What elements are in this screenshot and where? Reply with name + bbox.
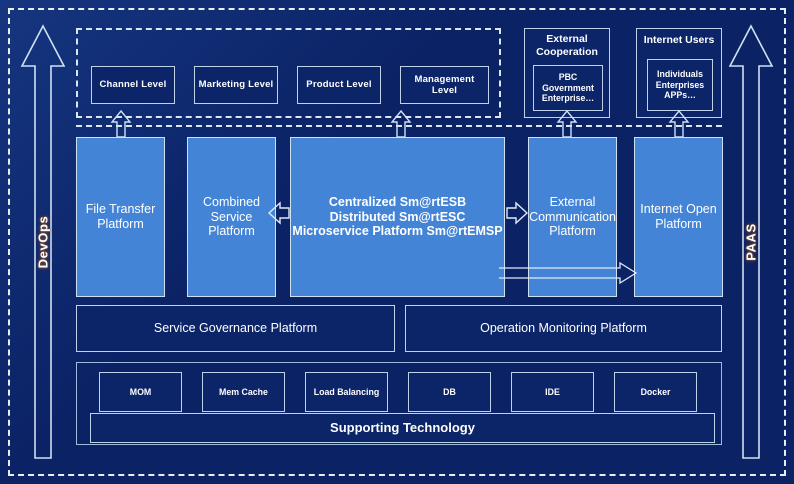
tech-box-mem-cache[interactable]: Mem Cache bbox=[202, 372, 285, 412]
esb-line-3: Microservice Platform Sm@rtEMSP bbox=[292, 224, 503, 239]
tech-box-ide[interactable]: IDE bbox=[511, 372, 594, 412]
platform-file-transfer-label: File Transfer Platform bbox=[85, 202, 156, 231]
external-cooperation-box[interactable]: External Cooperation PBC Government Ente… bbox=[524, 28, 610, 118]
platform-combined-service[interactable]: Combined Service Platform bbox=[187, 137, 276, 297]
connector-arrow-file-transfer bbox=[110, 110, 132, 138]
platform-file-transfer[interactable]: File Transfer Platform bbox=[76, 137, 165, 297]
layer-divider-dashed bbox=[76, 125, 722, 127]
supporting-layer-group bbox=[76, 362, 722, 445]
external-cooperation-detail: PBC Government Enterprise… bbox=[533, 65, 603, 111]
devops-pillar-arrow: DevOps bbox=[20, 22, 66, 462]
external-cooperation-title: External Cooperation bbox=[536, 33, 598, 58]
internet-users-detail: Individuals Enterprises APPs… bbox=[647, 59, 713, 111]
connector-arrow-esb bbox=[390, 110, 412, 138]
tech-box-db[interactable]: DB bbox=[408, 372, 491, 412]
platform-internet-open[interactable]: Internet Open Platform bbox=[634, 137, 723, 297]
devops-label: DevOps bbox=[35, 215, 51, 269]
management-operation-monitoring[interactable]: Operation Monitoring Platform bbox=[405, 305, 722, 352]
tech-box-load-balancing[interactable]: Load Balancing bbox=[305, 372, 388, 412]
paas-label: PAAS bbox=[743, 223, 759, 261]
connector-arrow-left bbox=[268, 200, 290, 226]
platform-internet-open-label: Internet Open Platform bbox=[640, 202, 717, 231]
level-box-marketing[interactable]: Marketing Level bbox=[194, 66, 278, 104]
management-service-governance[interactable]: Service Governance Platform bbox=[76, 305, 395, 352]
platform-esb[interactable]: Centralized Sm@rtESB Distributed Sm@rtES… bbox=[290, 137, 505, 297]
esb-line-2: Distributed Sm@rtESC bbox=[329, 209, 466, 224]
connector-arrow-external-comm bbox=[556, 110, 578, 138]
internet-users-box[interactable]: Internet Users Individuals Enterprises A… bbox=[636, 28, 722, 118]
paas-pillar-arrow: PAAS bbox=[728, 22, 774, 462]
esb-line-1: Centralized Sm@rtESB bbox=[328, 194, 467, 209]
tech-box-docker[interactable]: Docker bbox=[614, 372, 697, 412]
platform-external-communication-label: External Communication Platform bbox=[529, 194, 616, 239]
platform-combined-service-label: Combined Service Platform bbox=[203, 194, 260, 239]
business-layer-group bbox=[76, 28, 501, 118]
level-box-management[interactable]: Management Level bbox=[400, 66, 489, 104]
outer-dashed-frame bbox=[8, 8, 786, 476]
internet-users-title: Internet Users bbox=[643, 34, 715, 46]
supporting-technology-banner[interactable]: Supporting Technology bbox=[90, 413, 715, 443]
tech-box-mom[interactable]: MOM bbox=[99, 372, 182, 412]
level-box-product[interactable]: Product Level bbox=[297, 66, 381, 104]
platform-esb-lines: Centralized Sm@rtESB Distributed Sm@rtES… bbox=[292, 195, 502, 239]
connector-arrow-esb-to-internet-open bbox=[498, 262, 638, 286]
level-box-channel[interactable]: Channel Level bbox=[91, 66, 175, 104]
platform-external-communication[interactable]: External Communication Platform bbox=[528, 137, 617, 297]
connector-arrow-right bbox=[506, 200, 528, 226]
connector-arrow-internet-open bbox=[668, 110, 690, 138]
